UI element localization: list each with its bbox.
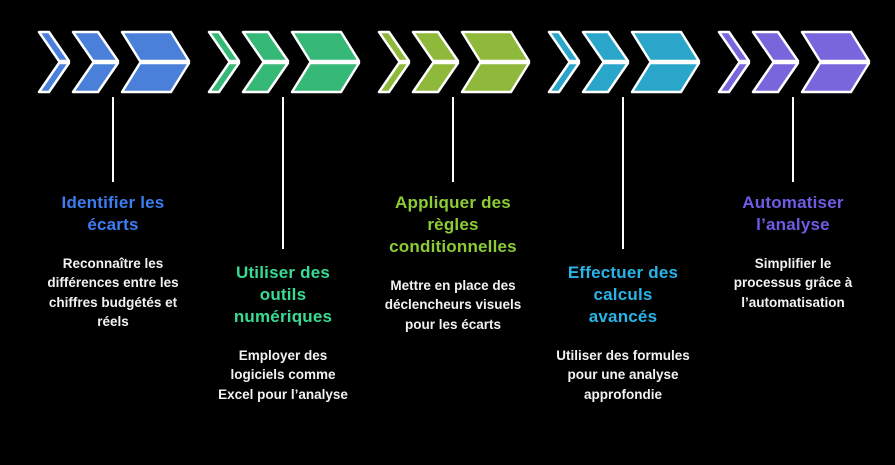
triple-chevron-icon — [207, 30, 361, 94]
triple-chevron-icon — [37, 30, 191, 94]
connector-line — [452, 97, 454, 182]
chevron-shapes — [547, 30, 701, 94]
chevron-shapes — [717, 30, 871, 94]
chevron-shapes — [207, 30, 361, 94]
connector-line — [112, 97, 114, 182]
triple-chevron-icon — [547, 30, 701, 94]
connector-line — [282, 97, 284, 249]
triple-chevron-icon — [377, 30, 531, 94]
step-description: Mettre en place des déclencheurs visuels… — [384, 278, 522, 332]
step-description: Reconnaître les différences entre les ch… — [47, 256, 179, 329]
step-description: Simplifier le processus grâce à l’automa… — [733, 256, 853, 310]
connector-line — [792, 97, 794, 182]
step-title: Identifier les écarts — [61, 193, 165, 235]
step-title: Utiliser des outils numériques — [233, 263, 333, 327]
chevron-shapes — [377, 30, 531, 94]
triple-chevron-icon — [717, 30, 871, 94]
step-description: Utiliser des formules pour une analyse a… — [556, 348, 690, 402]
chevron-shapes — [37, 30, 191, 94]
step-title: Appliquer des règles conditionnelles — [389, 193, 517, 257]
step-description: Employer des logiciels comme Excel pour … — [218, 348, 348, 402]
step-title: Automatiser l’analyse — [742, 193, 844, 235]
step-title: Effectuer des calculs avancés — [567, 263, 679, 327]
connector-line — [622, 97, 624, 249]
